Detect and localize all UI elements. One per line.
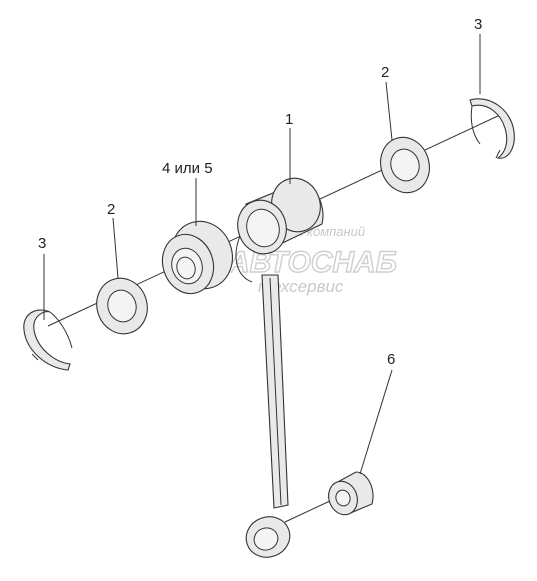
watermark-line3: техсервис xyxy=(258,277,344,296)
retaining-ring-right xyxy=(469,98,515,159)
connecting-rod xyxy=(235,177,333,558)
leader-lines xyxy=(43,34,481,475)
label-retaining-ring-left: 3 xyxy=(38,235,46,252)
label-bearing: 4 или 5 xyxy=(162,160,213,177)
retaining-ring-left xyxy=(23,309,73,371)
label-connecting-rod: 1 xyxy=(285,111,293,128)
bushing xyxy=(328,471,374,516)
label-bushing: 6 xyxy=(387,351,395,368)
label-retaining-ring-right: 3 xyxy=(474,16,482,33)
label-washer-right: 2 xyxy=(381,64,389,81)
washer-left xyxy=(96,277,148,335)
washer-right xyxy=(380,136,430,194)
bearing xyxy=(161,220,233,295)
label-washer-left: 2 xyxy=(107,201,115,218)
